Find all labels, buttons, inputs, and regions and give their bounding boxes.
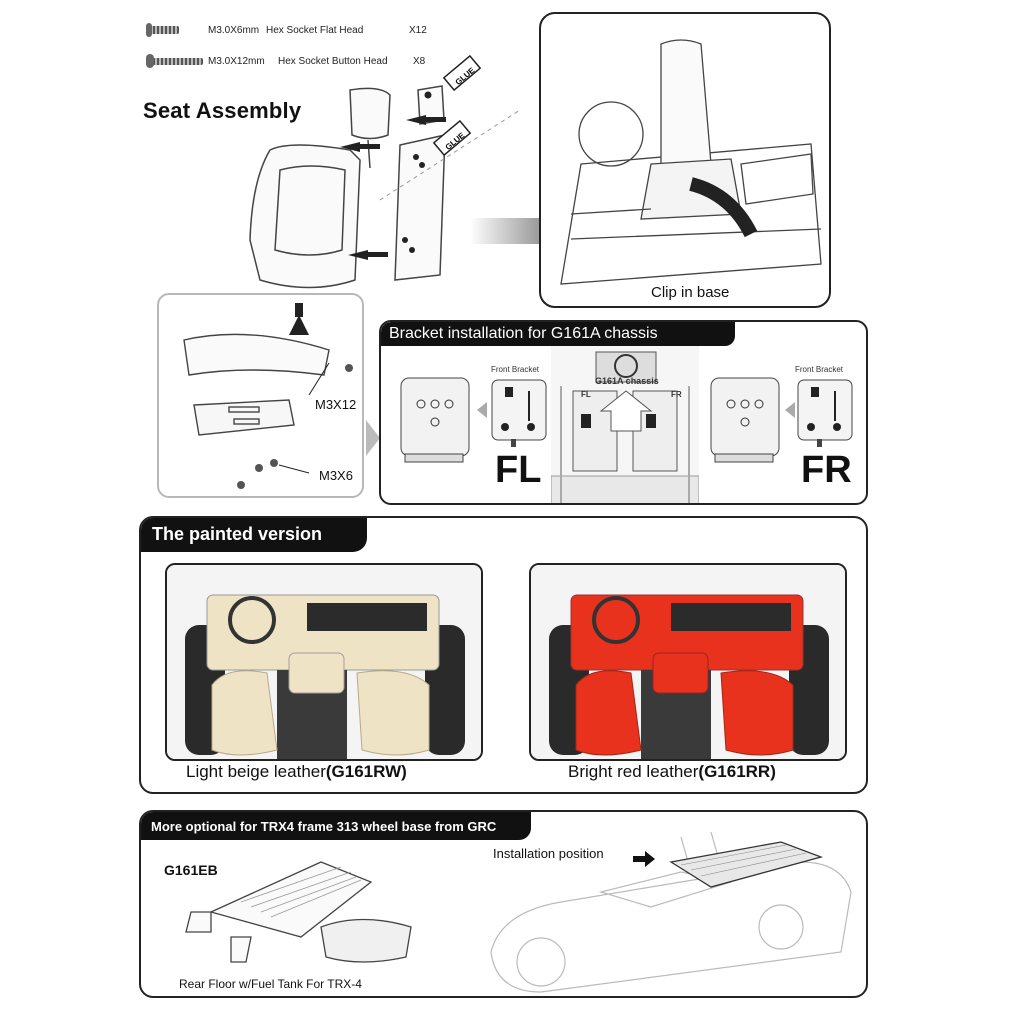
- fr-grey-arrow: [785, 402, 795, 418]
- beige-interior-photo: [165, 563, 483, 761]
- m3x6-label: M3X6: [319, 468, 353, 483]
- bracket-panel-header: Bracket installation for G161A chassis: [381, 322, 735, 346]
- button-head-screw-head-icon: [146, 54, 154, 68]
- fl-small-label: FL: [581, 390, 591, 399]
- install-arrow-icon: [633, 856, 647, 862]
- part-code: G161EB: [164, 862, 218, 878]
- part-2-name: Hex Socket Button Head: [278, 56, 388, 67]
- fl-seat-base-drawing: [400, 377, 470, 463]
- seat-exploded-drawing: GLUE GLUE: [249, 54, 521, 289]
- fr-seat-base-drawing: [710, 377, 780, 463]
- chassis-drawing: [551, 346, 699, 503]
- beige-caption-text: Light beige leather: [186, 762, 326, 781]
- red-caption-code: (G161RR): [698, 762, 776, 781]
- part-1-spec: M3.0X6mm: [208, 25, 260, 36]
- cabin-drawing: [560, 39, 822, 285]
- part-1-name: Hex Socket Flat Head: [266, 25, 364, 36]
- clip-in-base-label: Clip in base: [651, 284, 730, 301]
- painted-version-panel: The painted version Light beige leather(…: [139, 516, 868, 794]
- seat-base-drawing: [183, 303, 353, 489]
- beige-interior-drawing: [167, 565, 481, 759]
- fl-front-bracket-drawing: [491, 379, 547, 447]
- red-interior-photo: [529, 563, 847, 761]
- m3x12-label: M3X12: [315, 397, 357, 412]
- install-label: Installation position: [493, 846, 604, 861]
- red-caption-text: Bright red leather: [568, 762, 699, 781]
- install-arrow-head-icon: [645, 851, 655, 867]
- beige-caption: Light beige leather(G161RW): [186, 762, 407, 782]
- fl-front-bracket-label: Front Bracket: [491, 365, 540, 374]
- seat-base-detail-panel: M3X12 M3X6: [157, 293, 364, 498]
- fl-big-label: FL: [495, 449, 542, 491]
- chassis-label: G161A chassis: [595, 376, 659, 386]
- painted-version-header: The painted version: [141, 518, 367, 552]
- parts-list: M3.0X6mm Hex Socket Flat Head X12 M3.0X1…: [145, 18, 445, 78]
- bracket-panel: Bracket installation for G161A chassis F…: [379, 320, 868, 505]
- part-2-spec: M3.0X12mm: [208, 56, 265, 67]
- fl-grey-arrow: [477, 402, 487, 418]
- chassis-outline-drawing: [490, 832, 852, 993]
- rear-floor-drawing: [185, 861, 412, 963]
- part-caption: Rear Floor w/Fuel Tank For TRX-4: [179, 977, 362, 991]
- optional-header: More optional for TRX4 frame 313 wheel b…: [141, 812, 531, 840]
- cabin-panel: Clip in base: [539, 12, 831, 308]
- seat-assembly-title: Seat Assembly: [143, 98, 302, 123]
- part-2-qty: X8: [413, 56, 426, 67]
- flat-head-screw-head-icon: [146, 23, 152, 37]
- grey-arrow: [366, 420, 380, 456]
- beige-caption-code: (G161RW): [325, 762, 407, 781]
- part-1-qty: X12: [409, 25, 427, 36]
- fr-small-label: FR: [671, 390, 682, 399]
- fr-front-bracket-label: Front Bracket: [795, 365, 844, 374]
- fr-front-bracket-drawing: [797, 379, 853, 447]
- red-interior-drawing: [531, 565, 845, 759]
- fr-big-label: FR: [801, 449, 852, 491]
- flat-head-screw-icon: [149, 26, 179, 34]
- red-caption: Bright red leather(G161RR): [568, 762, 776, 782]
- optional-panel: More optional for TRX4 frame 313 wheel b…: [139, 810, 868, 998]
- button-head-screw-icon: [153, 58, 203, 65]
